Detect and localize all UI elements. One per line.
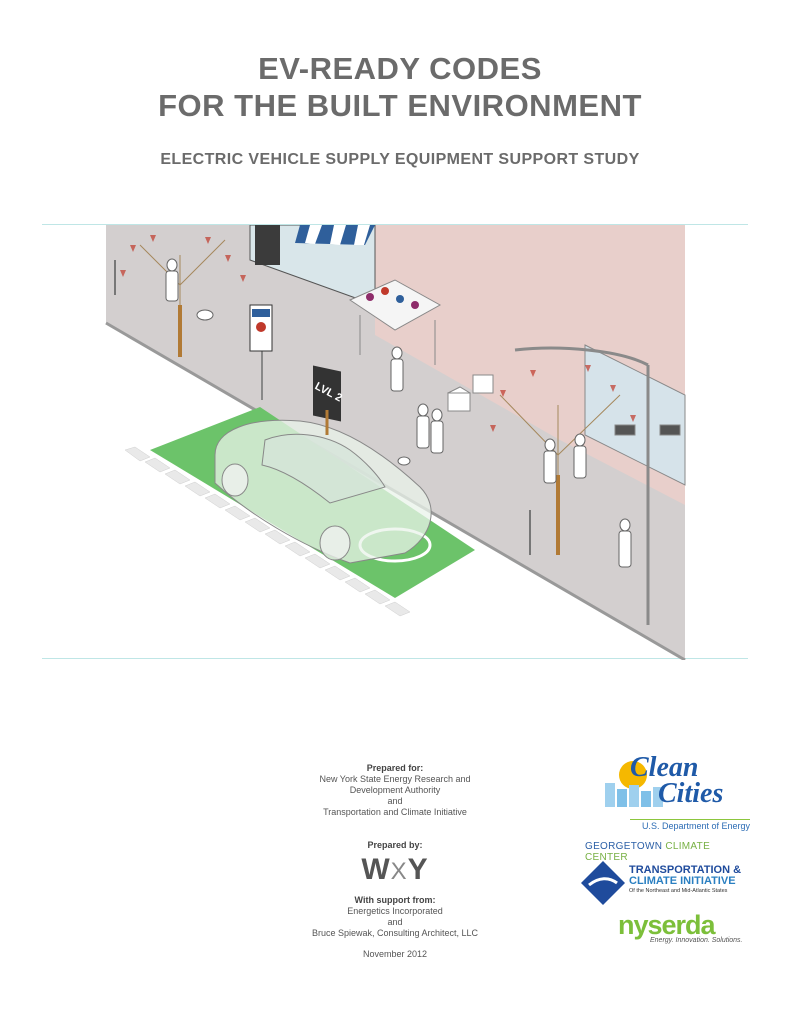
street-illustration: LVL 2 — [105, 225, 686, 660]
clean-cities-line-1: Clean — [630, 752, 699, 783]
ev-parking-sign — [249, 304, 273, 400]
support-line-1: Energetics Incorporated — [347, 906, 443, 916]
document-title: EV-READY CODES FOR THE BUILT ENVIRONMENT — [0, 50, 800, 124]
tci-line-1: TRANSPORTATION & — [629, 864, 742, 876]
document-subtitle: ELECTRIC VEHICLE SUPPLY EQUIPMENT SUPPOR… — [160, 151, 640, 168]
electric-car — [214, 419, 432, 564]
wxy-logo-y: Y — [407, 853, 429, 886]
georgetown-logo: GEORGETOWN CLIMATE CENTER — [585, 841, 755, 863]
bottom-divider — [42, 658, 748, 659]
prepared-by-label: Prepared by: — [367, 840, 423, 850]
clean-cities-logo: Clean Cities — [630, 752, 724, 809]
tree-trunk-right — [556, 475, 560, 555]
nyserda-logo: nyserda — [618, 910, 716, 940]
tree-trunk-left — [178, 305, 182, 357]
curb-stripes — [124, 446, 411, 617]
wxy-logo-w: W — [361, 853, 391, 886]
ev-charger — [313, 365, 341, 435]
credits-block: Prepared for: New York State Energy Rese… — [290, 763, 500, 960]
doe-label: U.S. Department of Energy — [630, 819, 750, 831]
top-divider — [42, 224, 748, 225]
prepared-for-line-1: New York State Energy Research and — [319, 774, 471, 784]
tci-logo: TRANSPORTATION & CLIMATE INITIATIVE Of t… — [629, 865, 741, 895]
nyserda-tagline: Energy. Innovation. Solutions. — [650, 937, 743, 944]
georgetown-word: GEORGETOWN — [585, 841, 663, 852]
support-and: and — [387, 917, 403, 927]
support-line-2: Bruce Spiewak, Consulting Architect, LLC — [311, 928, 479, 938]
tci-line-2: CLIMATE INITIATIVE — [629, 875, 736, 887]
store-door — [255, 225, 280, 265]
planters — [447, 374, 681, 436]
clean-cities-sun-icon — [605, 761, 663, 807]
clean-cities-line-2: Cities — [658, 778, 724, 809]
awning — [295, 225, 375, 245]
tree-leaves — [120, 235, 636, 432]
streetlight — [514, 346, 650, 625]
publication-date: November 2012 — [362, 949, 428, 959]
climate-center-word: CLIMATE CENTER — [585, 841, 711, 863]
title-line-2: FOR THE BUILT ENVIRONMENT — [158, 88, 642, 123]
prepared-for-label: Prepared for: — [366, 763, 424, 773]
prepared-for-line-2: Development Authority — [349, 785, 441, 795]
parking-meters — [114, 260, 531, 555]
pedestrians — [165, 258, 632, 568]
wxy-logo: WXY — [290, 853, 500, 889]
sponsor-logos: Clean Cities U.S. Department of Energy G… — [575, 752, 755, 955]
support-label: With support from: — [354, 895, 436, 905]
tci-line-3: Of the Northeast and Mid-Atlantic States — [629, 888, 728, 894]
flower-stand — [348, 279, 442, 365]
wxy-logo-x: X — [390, 858, 408, 885]
title-line-1: EV-READY CODES — [258, 51, 542, 86]
prepared-for-and: and — [387, 796, 403, 806]
tci-diamond-icon — [581, 861, 625, 905]
prepared-for-line-3: Transportation and Climate Initiative — [323, 807, 467, 817]
